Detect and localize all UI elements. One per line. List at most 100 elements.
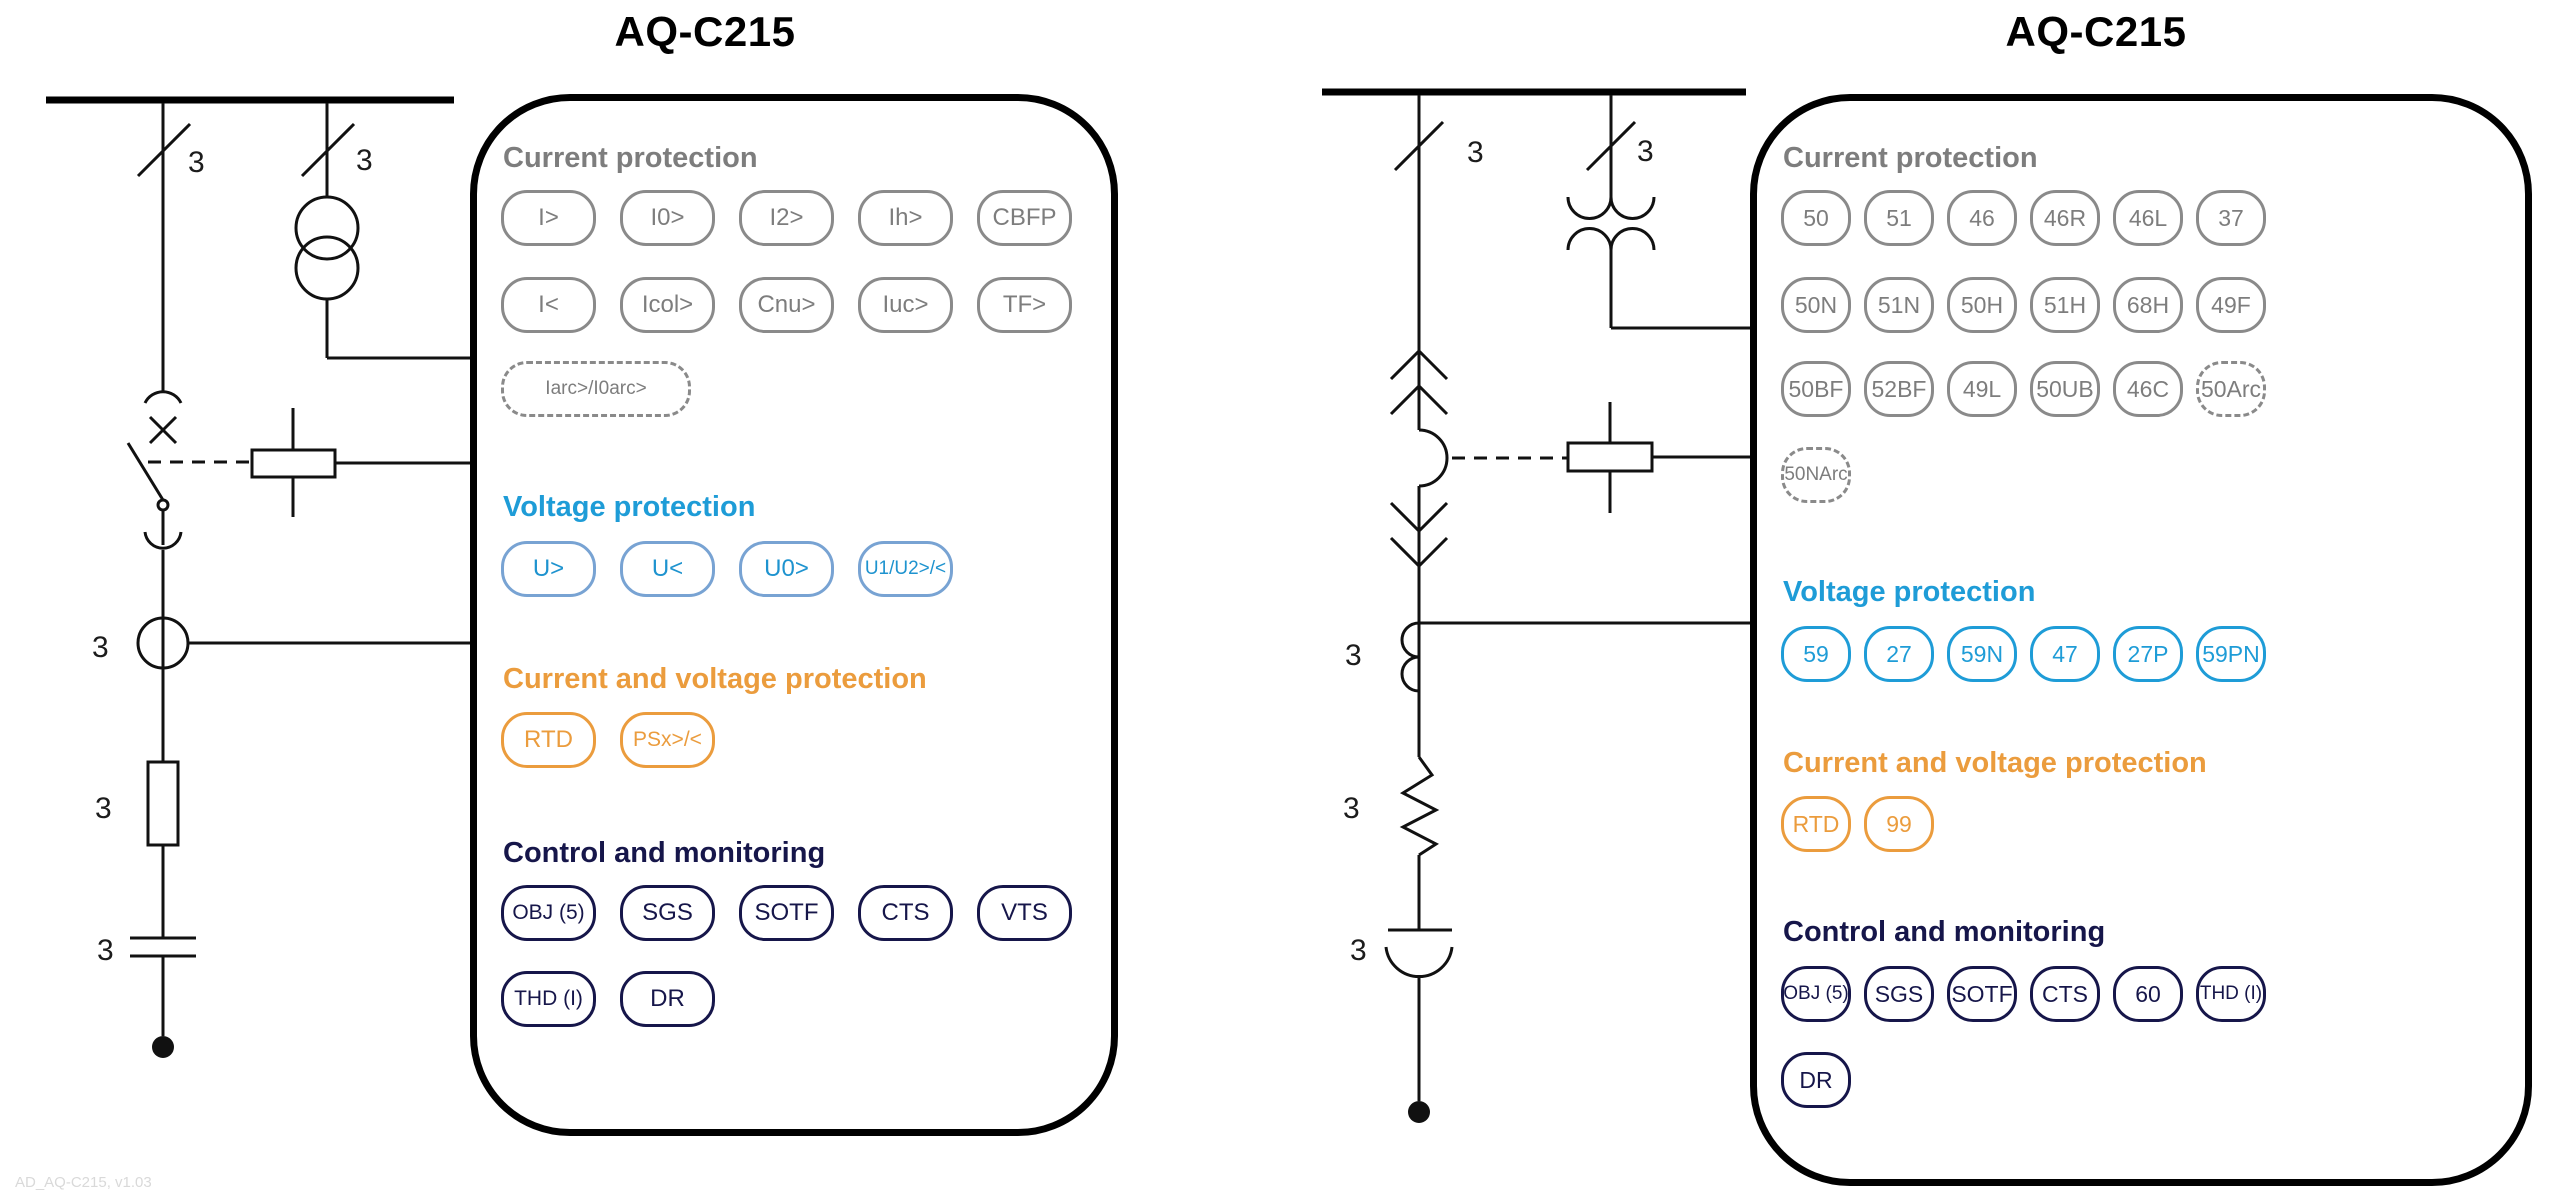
function-pill: U> bbox=[501, 541, 596, 597]
function-pill: CTS bbox=[2030, 966, 2100, 1022]
function-pill: 47 bbox=[2030, 626, 2100, 682]
current-transformer-icon bbox=[1400, 621, 1420, 659]
function-pill: 27P bbox=[2113, 626, 2183, 682]
pill-row: U>U<U0>U1/U2>/< bbox=[501, 541, 953, 597]
resistor-icon bbox=[1399, 756, 1440, 857]
function-pill: DR bbox=[1781, 1052, 1851, 1108]
document-version-label: AD_AQ-C215, v1.03 bbox=[15, 1174, 152, 1191]
function-pill: 46L bbox=[2113, 190, 2183, 246]
phase-count-label: 3 bbox=[188, 146, 205, 179]
phase-count-label: 3 bbox=[92, 631, 109, 664]
function-pill: VTS bbox=[977, 885, 1072, 941]
section-label-voltage-protection: Voltage protection bbox=[503, 491, 756, 523]
phase-count-label: 3 bbox=[97, 934, 114, 967]
section-label-control-monitoring: Control and monitoring bbox=[1783, 916, 2106, 948]
function-pill: 60 bbox=[2113, 966, 2183, 1022]
function-pill: Iarc>/I0arc> bbox=[501, 361, 691, 417]
function-pill: I< bbox=[501, 277, 596, 333]
function-pill: 51 bbox=[1864, 190, 1934, 246]
phase-count-label: 3 bbox=[1637, 135, 1654, 168]
withdrawable-contact-top-icon bbox=[143, 390, 183, 404]
drawout-chevron-up-icon bbox=[1389, 348, 1449, 381]
pill-row: OBJ (5) SGS SOTF CTS VTS bbox=[501, 885, 1072, 941]
function-pill: 50UB bbox=[2030, 361, 2100, 417]
phase-count-label: 3 bbox=[1345, 639, 1362, 672]
phase-slash-icon bbox=[1585, 120, 1637, 172]
function-pill: 27 bbox=[1864, 626, 1934, 682]
phase-count-label: 3 bbox=[1350, 934, 1367, 967]
phase-slash-icon bbox=[1393, 120, 1445, 172]
section-label-current-protection: Current protection bbox=[503, 142, 758, 174]
function-pill: 59N bbox=[1947, 626, 2017, 682]
function-pill: Icol> bbox=[620, 277, 715, 333]
phase-count-label: 3 bbox=[356, 144, 373, 177]
function-pill: Cnu> bbox=[739, 277, 834, 333]
function-pill: TF> bbox=[977, 277, 1072, 333]
function-pill: I0> bbox=[620, 190, 715, 246]
pill-row: THD (I) DR bbox=[501, 971, 715, 1027]
function-pill: 50BF bbox=[1781, 361, 1851, 417]
left-single-line-diagram: 3 3 3 3 3 bbox=[46, 96, 472, 1058]
function-pill: 52BF bbox=[1864, 361, 1934, 417]
left-function-panel: Current protection I>I0>I2>Ih>CBFP I<Ico… bbox=[470, 94, 1118, 1136]
function-pill: 51N bbox=[1864, 277, 1934, 333]
function-pill: RTD bbox=[1781, 796, 1851, 852]
function-pill: 50N bbox=[1781, 277, 1851, 333]
function-pill: OBJ (5) bbox=[501, 885, 596, 941]
function-pill: U0> bbox=[739, 541, 834, 597]
function-pill: I2> bbox=[739, 190, 834, 246]
function-pill: 49L bbox=[1947, 361, 2017, 417]
function-pill: OBJ (5) bbox=[1781, 966, 1851, 1022]
pill-row: 50NArc bbox=[1781, 447, 1851, 503]
pill-row: I< Icol> Cnu> Iuc> TF> bbox=[501, 277, 1072, 333]
phase-slash-icon bbox=[136, 122, 192, 178]
section-label-current-protection: Current protection bbox=[1783, 142, 2038, 174]
termination-dot bbox=[1408, 1101, 1430, 1123]
function-pill: 46C bbox=[2113, 361, 2183, 417]
function-pill: CBFP bbox=[977, 190, 1072, 246]
function-pill: 49F bbox=[2196, 277, 2266, 333]
section-label-control-monitoring: Control and monitoring bbox=[503, 837, 826, 869]
function-pill: 50Arc bbox=[2196, 361, 2266, 417]
function-pill: I> bbox=[501, 190, 596, 246]
function-pill: 99 bbox=[1864, 796, 1934, 852]
function-pill: THD (I) bbox=[2196, 966, 2266, 1022]
drawout-chevron-down-icon bbox=[1389, 501, 1449, 534]
function-pill: PSx>/< bbox=[620, 712, 715, 768]
right-device-title: AQ-C215 bbox=[2005, 8, 2187, 55]
breaker-half-circle-icon bbox=[1418, 428, 1449, 488]
function-pill: 50NArc bbox=[1781, 447, 1851, 503]
function-pill: 46R bbox=[2030, 190, 2100, 246]
phase-slash-icon bbox=[300, 122, 356, 178]
function-pill: SGS bbox=[620, 885, 715, 941]
pill-row: Iarc>/I0arc> bbox=[501, 361, 691, 417]
function-pill: THD (I) bbox=[501, 971, 596, 1027]
pill-row: I>I0>I2>Ih>CBFP bbox=[501, 190, 1072, 246]
function-pill: 50 bbox=[1781, 190, 1851, 246]
section-label-voltage-protection: Voltage protection bbox=[1783, 576, 2036, 608]
function-pill: CTS bbox=[858, 885, 953, 941]
voltage-transformer-icon bbox=[294, 195, 360, 261]
function-pill: SOTF bbox=[1947, 966, 2017, 1022]
function-pill: 59 bbox=[1781, 626, 1851, 682]
right-single-line-diagram: 3 3 3 3 3 bbox=[1322, 88, 1752, 1123]
phase-count-label: 3 bbox=[1467, 136, 1484, 169]
phase-count-label: 3 bbox=[1343, 792, 1360, 825]
pill-row: DR bbox=[1781, 1052, 1851, 1108]
function-pill: 59PN bbox=[2196, 626, 2266, 682]
function-pill: 37 bbox=[2196, 190, 2266, 246]
left-device-title: AQ-C215 bbox=[614, 8, 796, 55]
function-pill: DR bbox=[620, 971, 715, 1027]
function-pill: SOTF bbox=[739, 885, 834, 941]
function-pill: U< bbox=[620, 541, 715, 597]
function-pill: Iuc> bbox=[858, 277, 953, 333]
